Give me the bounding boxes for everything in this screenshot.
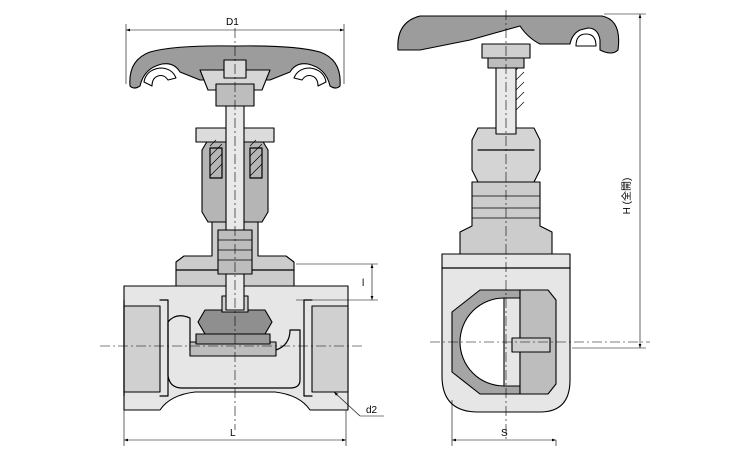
valve-body — [123, 285, 349, 411]
dimension-d1: D1 — [125, 17, 345, 84]
dimension-h: H (全開) — [572, 13, 646, 349]
label-h: H (全開) — [620, 178, 633, 215]
dimension-l: L — [123, 410, 347, 446]
label-s: S — [501, 428, 508, 439]
label-d2: d2 — [366, 405, 378, 416]
label-l-small: l — [362, 278, 364, 289]
side-view — [397, 10, 650, 440]
label-d1: D1 — [226, 17, 239, 28]
label-l: L — [230, 428, 236, 439]
dimension-d2: d2 — [333, 391, 384, 417]
dimension-s: S — [451, 400, 557, 446]
front-view — [100, 28, 362, 430]
side-handwheel — [397, 15, 620, 69]
dimension-l-small: l — [296, 263, 378, 301]
